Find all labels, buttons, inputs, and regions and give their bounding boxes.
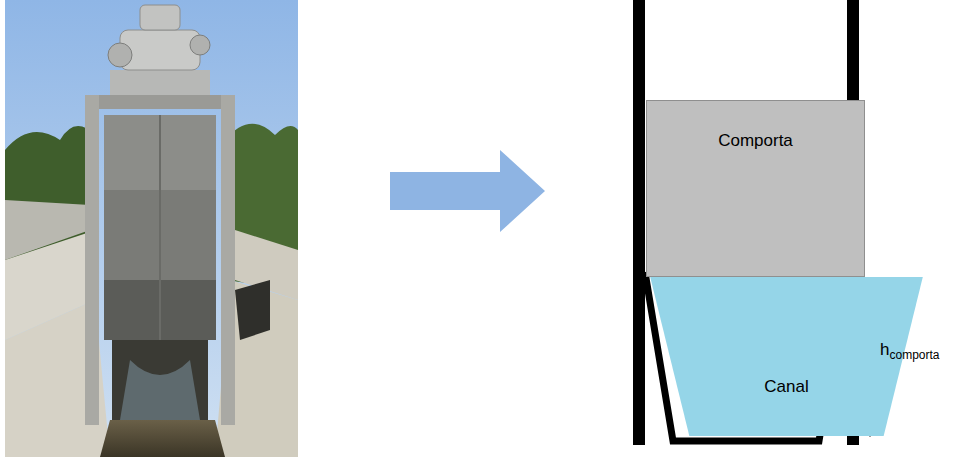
block-arrow [390, 150, 545, 232]
gate-photo [5, 0, 298, 457]
node-label: Canal [646, 377, 927, 397]
gate-box: Comporta [646, 100, 865, 277]
water-fill [650, 277, 923, 436]
dimension-label: hcomporta [880, 340, 940, 362]
symbol: h [880, 340, 889, 359]
node-label: Comporta [647, 131, 864, 151]
subscript: comporta [889, 348, 939, 362]
